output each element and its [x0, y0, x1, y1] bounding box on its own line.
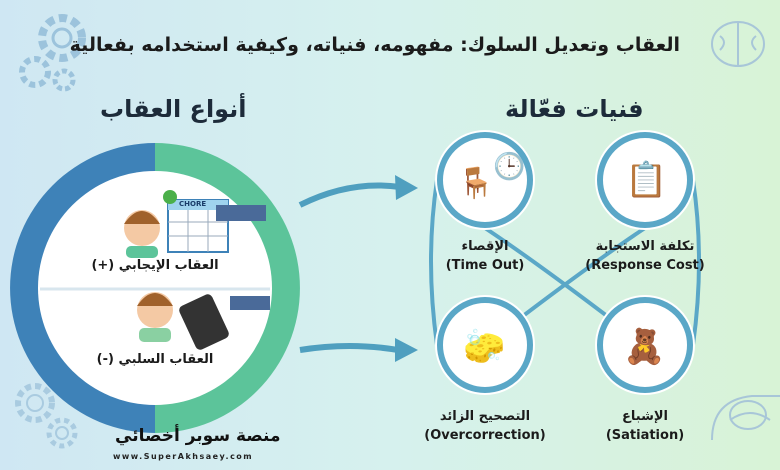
technique-label-response-cost: تكلفة الاستجابة (Response Cost)	[575, 237, 715, 275]
technique-name-en: (Satiation)	[605, 428, 685, 443]
child-illustration	[124, 210, 160, 258]
response-cost-circle: 📋	[597, 132, 693, 228]
gear-icon	[15, 383, 78, 449]
technique-label-satiation: الإشباع (Satiation)	[585, 407, 705, 445]
brand-url: www.SuperAkhsaey.com	[113, 452, 254, 461]
gear-icon	[19, 14, 86, 92]
technique-label-overcorrection: التصحيح الزائد (Overcorrection)	[415, 407, 555, 445]
punishment-types-ring	[10, 143, 300, 433]
brand-logo: منصة سوبر أخصائي	[115, 426, 281, 446]
child-on-chair-icon: 🪑	[457, 166, 495, 201]
brain-icon	[711, 21, 780, 441]
satiation-circle: 🧸	[597, 297, 693, 393]
arrow-icon	[298, 182, 401, 353]
time-out-circle: 🕒🪑	[437, 132, 533, 228]
clock-icon: 🕒	[493, 152, 526, 182]
overcorrection-circle: 🧽	[437, 297, 533, 393]
technique-name-ar: الإشباع	[622, 409, 668, 424]
technique-name-en: (Response Cost)	[585, 258, 705, 273]
cleaning-icon: 🧽	[463, 327, 506, 367]
technique-name-en: (Time Out)	[445, 258, 525, 273]
child-illustration	[137, 292, 173, 342]
tablet-illustration	[179, 294, 270, 350]
techniques-heading: فنيات فعّالة	[505, 95, 644, 123]
technique-name-ar: التصحيح الزائد	[439, 409, 531, 424]
punishment-types-heading: أنواع العقاب	[100, 95, 247, 123]
negative-punishment-label: العقاب السلبي (-)	[96, 352, 214, 367]
arrow-icon	[395, 175, 418, 200]
checklist-icon: 📋	[625, 160, 668, 200]
toys-icon: 🧸	[623, 327, 666, 367]
positive-punishment-label: العقاب الإيجابي (+)	[91, 258, 219, 273]
technique-label-time-out: الإقصاء (Time Out)	[425, 237, 545, 275]
chore-chart-illustration	[163, 190, 266, 253]
page-title: العقاب وتعديل السلوك: مفهومه، فنياته، وك…	[69, 34, 680, 56]
technique-name-en: (Overcorrection)	[424, 428, 546, 443]
arrow-icon	[395, 338, 418, 362]
technique-name-ar: تكلفة الاستجابة	[595, 239, 695, 254]
chore-chart-text: CHORE	[179, 200, 207, 208]
technique-name-ar: الإقصاء	[461, 239, 509, 254]
